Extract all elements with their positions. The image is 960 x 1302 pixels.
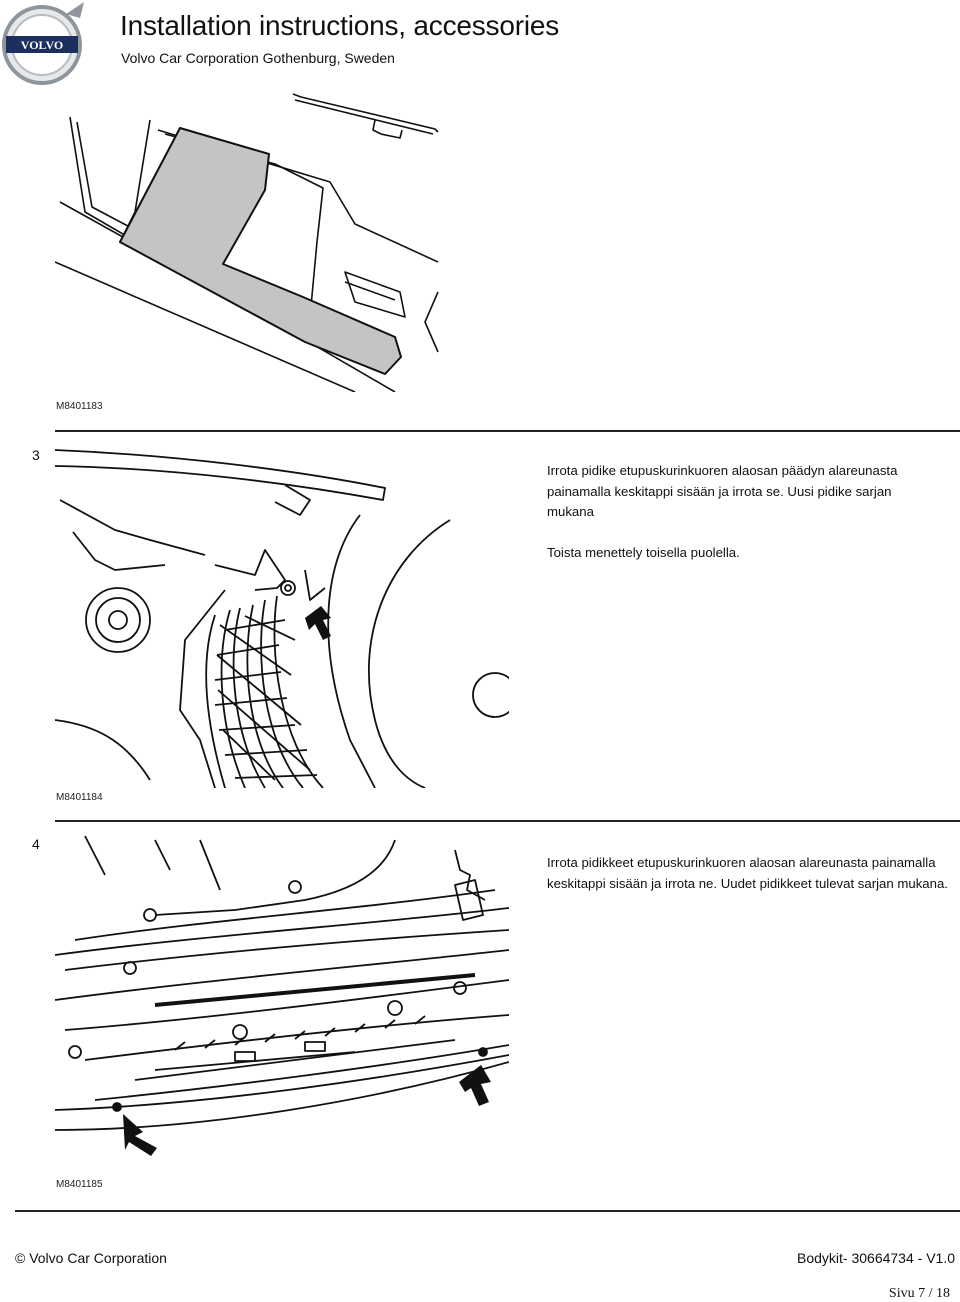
step-3-instruction: Irrota pidike etupuskurinkuoren alaosan … xyxy=(547,463,898,519)
footer-document-id: Bodykit- 30664734 - V1.0 xyxy=(797,1250,955,1266)
step-number: 4 xyxy=(32,836,40,852)
figure-code: M8401183 xyxy=(56,401,103,412)
figure-code: M8401185 xyxy=(56,1179,103,1190)
figure-bumper-lower-edge xyxy=(55,830,509,1160)
page-number: Sivu 7 / 18 xyxy=(888,1286,950,1301)
figure-wheel-arch-clip xyxy=(55,440,509,788)
step-4-instruction: Irrota pidikkeet etupuskurinkuoren alaos… xyxy=(547,855,948,891)
section-divider xyxy=(55,430,960,432)
step-number: 3 xyxy=(32,447,40,463)
document-subtitle: Volvo Car Corporation Gothenburg, Sweden xyxy=(121,50,395,66)
footer-divider xyxy=(15,1210,960,1212)
document-title: Installation instructions, accessories xyxy=(120,10,560,41)
figure-trim-part xyxy=(55,92,445,392)
figure-code: M8401184 xyxy=(56,792,103,803)
section-divider xyxy=(55,820,960,822)
footer-copyright: © Volvo Car Corporation xyxy=(15,1250,167,1266)
step-3-note: Toista menettely toisella puolella. xyxy=(547,545,740,560)
volvo-logo: VOLVO xyxy=(0,0,90,90)
logo-wordmark: VOLVO xyxy=(21,38,63,52)
